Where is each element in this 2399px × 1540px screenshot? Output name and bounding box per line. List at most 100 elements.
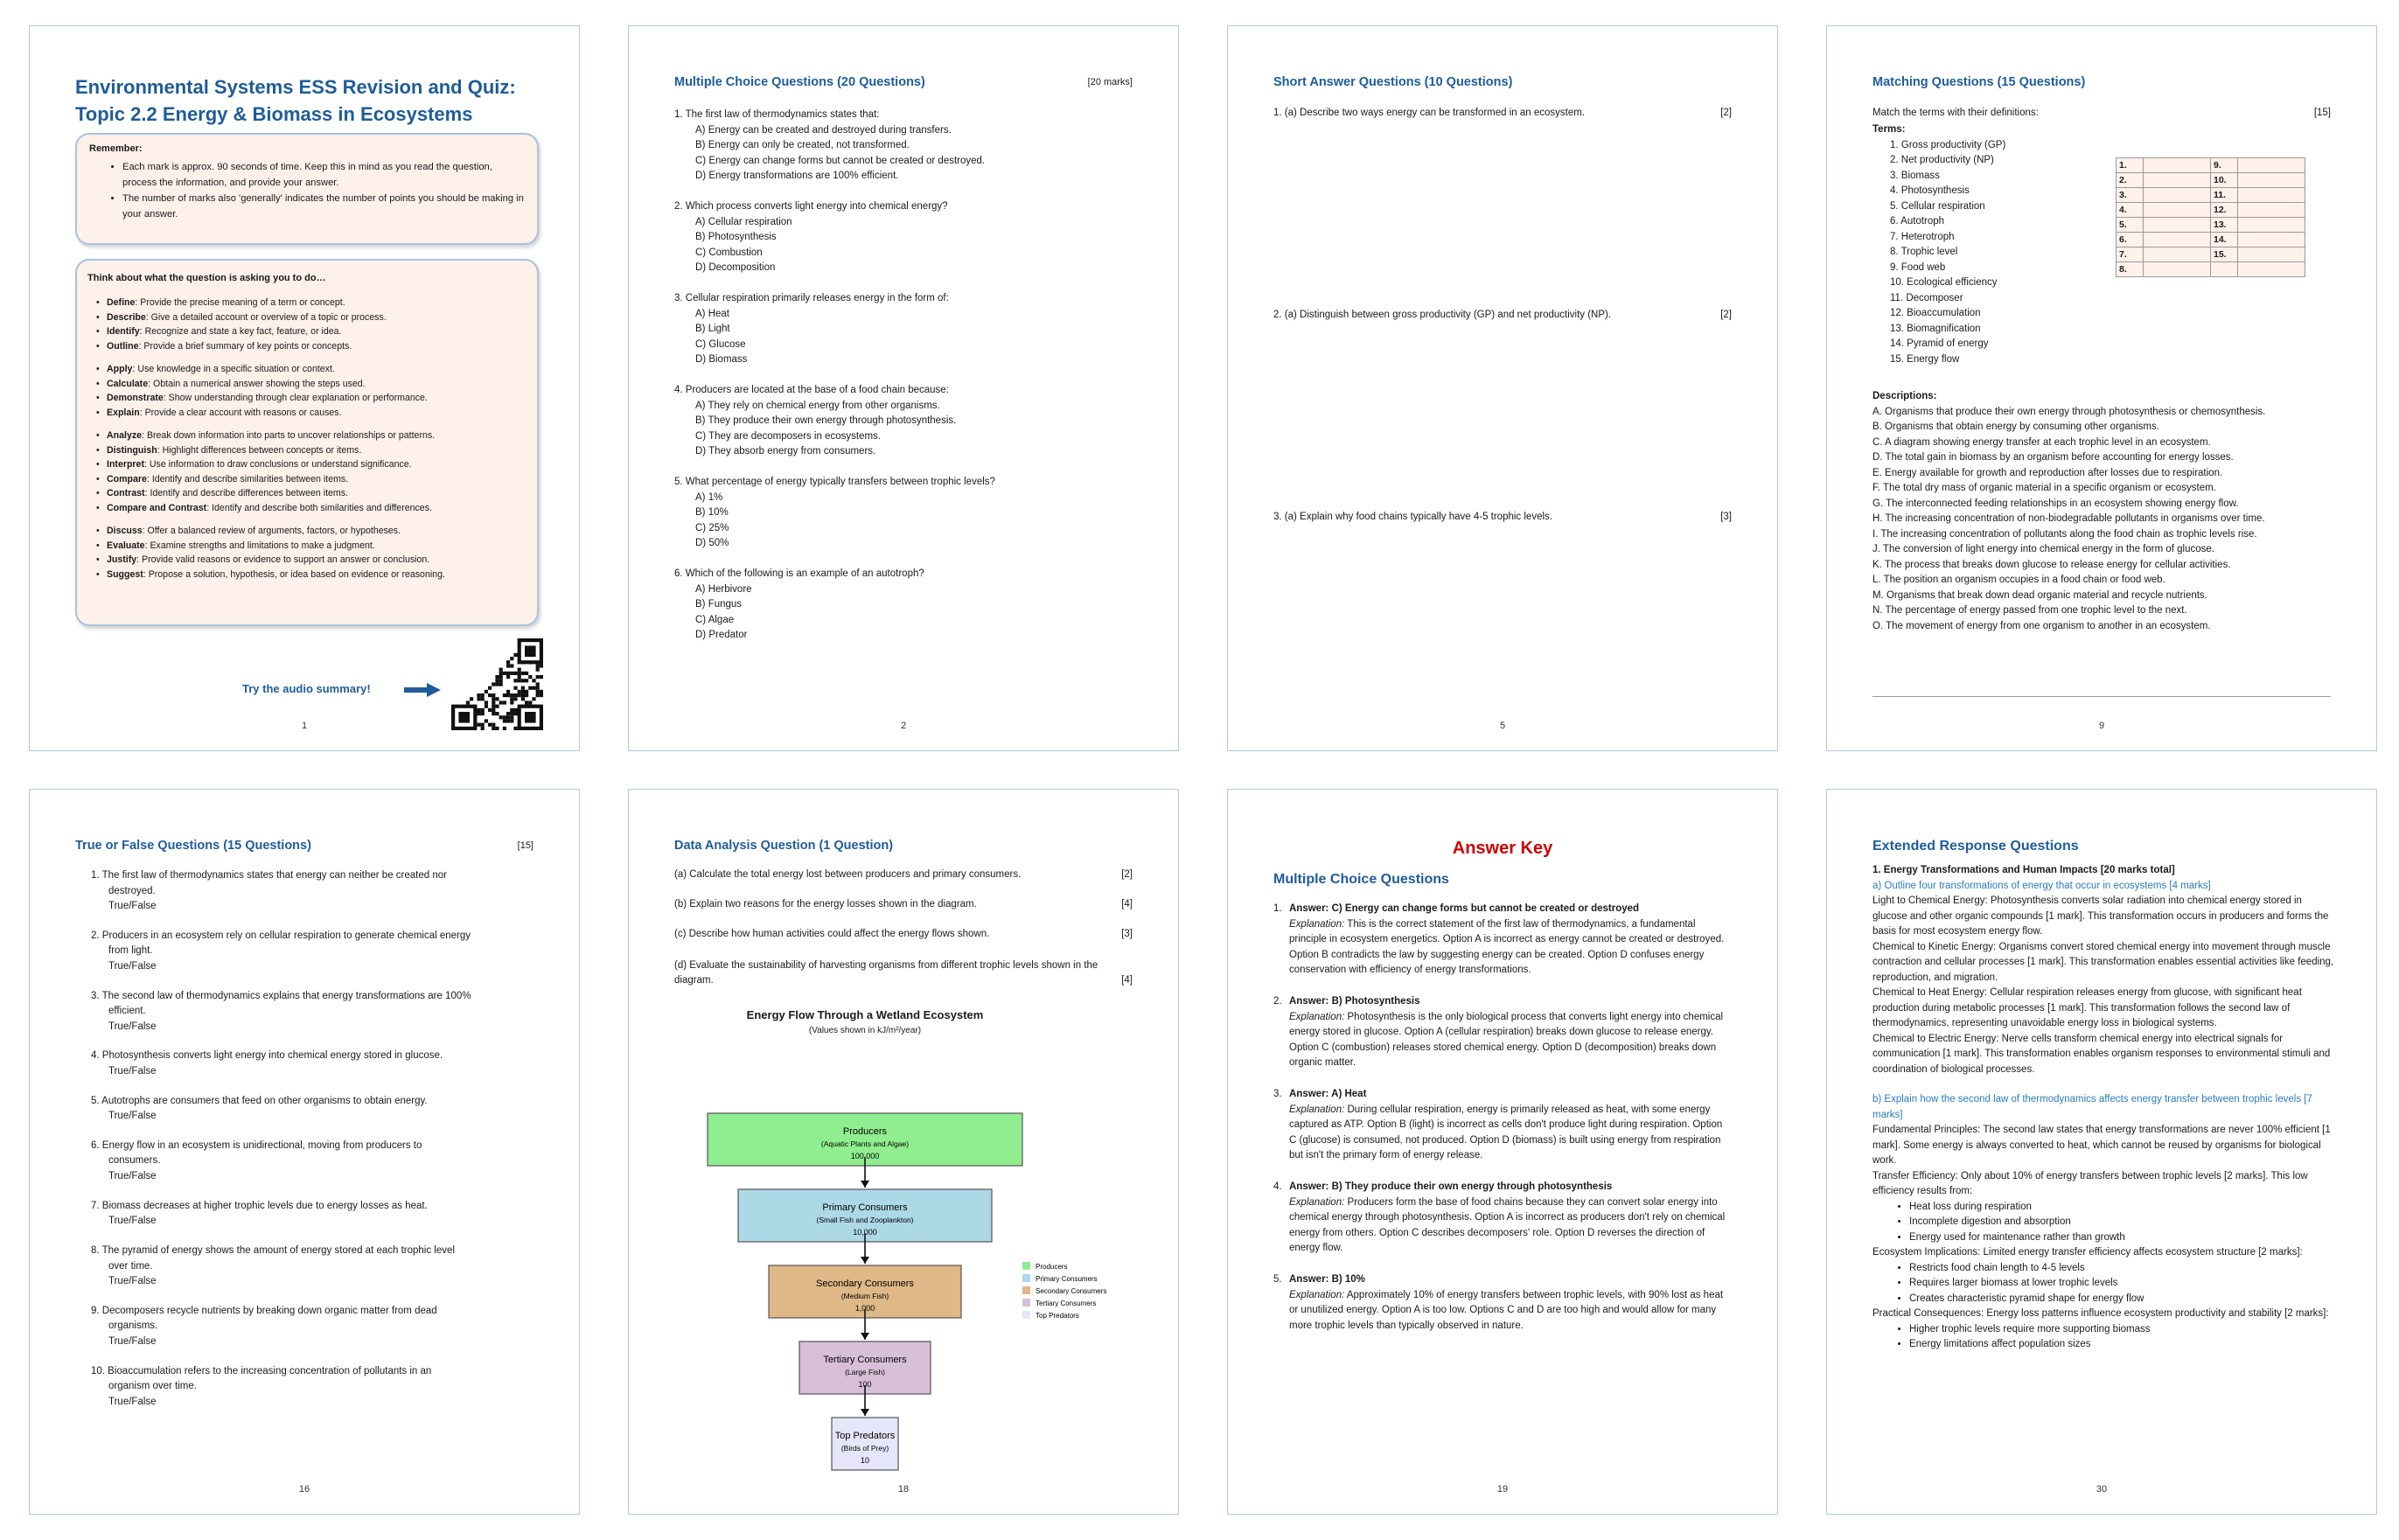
answer-option[interactable]: A) Herbivore	[695, 583, 752, 595]
term-item: 3. Biomass	[1890, 170, 1940, 181]
answer-cell[interactable]	[2143, 172, 2211, 188]
grid-number: 13.	[2210, 217, 2238, 233]
answer-cell[interactable]	[2237, 157, 2305, 173]
audio-summary-link[interactable]: Try the audio summary!	[242, 682, 371, 695]
level-value: 100,000	[851, 1152, 880, 1160]
page-number: 16	[298, 1484, 310, 1495]
answer-option[interactable]: D) Decomposition	[695, 262, 776, 273]
answer-cell[interactable]	[2143, 187, 2211, 203]
answer-cell[interactable]	[2237, 247, 2305, 262]
mcq-question: 4. Producers are located at the base of …	[674, 383, 1143, 460]
true-false-label[interactable]: True/False	[108, 1335, 157, 1347]
paragraph: Chemical to Kinetic Energy: Organisms co…	[1872, 941, 2334, 983]
explanation: Explanation: Producers form the base of …	[1289, 1196, 1726, 1254]
answer-item: 5.Answer: B) 10%Explanation: Approximate…	[1273, 1272, 1732, 1334]
level-subtitle: (Large Fish)	[845, 1368, 885, 1376]
answer-option[interactable]: A) Energy can be created and destroyed d…	[695, 124, 952, 136]
legend-swatch	[1022, 1274, 1030, 1282]
grid-number: 7.	[2116, 247, 2144, 262]
answer-option[interactable]: B) Fungus	[695, 599, 743, 610]
true-false-list: 1. The first law of thermodynamics state…	[91, 868, 544, 1424]
true-false-question: 10. Bioaccumulation refers to the increa…	[91, 1364, 544, 1411]
page-30: Extended Response Questions 1. Energy Tr…	[1826, 789, 2377, 1515]
answer-option[interactable]: B) They produce their own energy through…	[695, 415, 957, 426]
answer-option[interactable]: B) 10%	[695, 507, 729, 518]
answer-option[interactable]: B) Photosynthesis	[695, 232, 777, 242]
answer-cell[interactable]	[2237, 202, 2305, 218]
true-false-label[interactable]: True/False	[108, 960, 157, 972]
command-term: Describe: Give a detailed account or ove…	[87, 310, 527, 325]
answer-cell[interactable]	[2143, 157, 2211, 173]
true-false-label[interactable]: True/False	[108, 1111, 157, 1122]
qr-code-icon[interactable]	[451, 638, 543, 733]
true-false-question: 9. Decomposers recycle nutrients by brea…	[91, 1304, 544, 1350]
answer-option[interactable]: B) Energy can only be created, not trans…	[695, 140, 910, 150]
true-false-label[interactable]: True/False	[108, 1065, 157, 1077]
answer-option[interactable]: C) 25%	[695, 522, 729, 533]
page-19: Answer Key Multiple Choice Questions 1.A…	[1227, 789, 1778, 1515]
answer-option[interactable]: D) Predator	[695, 630, 748, 640]
answer-option[interactable]: A) Cellular respiration	[695, 216, 792, 227]
grid-number: 5.	[2116, 217, 2144, 233]
answer-option[interactable]: A) They rely on chemical energy from oth…	[695, 400, 940, 411]
answer-cell[interactable]	[2237, 217, 2305, 233]
true-false-label[interactable]: True/False	[108, 1216, 157, 1227]
answer-option[interactable]: C) They are decomposers in ecosystems.	[695, 430, 881, 442]
answer-option[interactable]: C) Glucose	[695, 338, 746, 350]
think-heading: Think about what the question is asking …	[87, 273, 326, 283]
matching-answer-grid[interactable]: 1.9.2.10.3.11.4.12.5.13.6.14.7.15.8.	[2116, 157, 2305, 277]
answer-cell[interactable]	[2143, 261, 2211, 277]
energy-flow-diagram: Producers(Aquatic Plants and Algae)100,0…	[707, 1112, 1106, 1471]
part-a-heading: a) Outline four transformations of energ…	[1872, 880, 2211, 891]
command-term: Suggest: Propose a solution, hypothesis,…	[87, 568, 527, 582]
answer-option[interactable]: B) Light	[695, 324, 730, 334]
answer-cell[interactable]	[2237, 187, 2305, 203]
answer-option[interactable]: C) Combustion	[695, 247, 763, 258]
command-term: Discuss: Offer a balanced review of argu…	[87, 524, 527, 539]
description-item: C. A diagram showing energy transfer at …	[1872, 436, 2211, 448]
answer-cell[interactable]	[2237, 261, 2305, 277]
grid-number: 15.	[2210, 247, 2238, 262]
answer-cell[interactable]	[2143, 202, 2211, 218]
term-item: 8. Trophic level	[1890, 247, 1958, 257]
paragraph: Fundamental Principles: The second law s…	[1872, 1125, 2331, 1166]
answer-cell[interactable]	[2237, 232, 2305, 247]
answer-cell[interactable]	[2143, 217, 2211, 233]
true-false-label[interactable]: True/False	[108, 901, 157, 911]
level-subtitle: (Small Fish and Zooplankton)	[816, 1216, 913, 1224]
answer-option[interactable]: D) Biomass	[695, 354, 748, 365]
legend-label: Top Predators	[1036, 1312, 1079, 1320]
true-false-label[interactable]: True/False	[108, 1170, 157, 1181]
true-false-label[interactable]: True/False	[108, 1021, 157, 1032]
answer-option[interactable]: A) Heat	[695, 308, 729, 319]
answer-cell[interactable]	[2143, 247, 2211, 262]
answer-option[interactable]: C) Algae	[695, 614, 735, 625]
answer-item: 4.Answer: B) They produce their own ener…	[1273, 1180, 1732, 1257]
term-item: 7. Heterotroph	[1890, 231, 1955, 242]
answer-option[interactable]: D) Energy transformations are 100% effic…	[695, 171, 899, 181]
answer-option[interactable]: C) Energy can change forms but cannot be…	[695, 155, 986, 166]
true-false-question: 3. The second law of thermodynamics expl…	[91, 989, 544, 1035]
mcq-question: 1. The first law of thermodynamics state…	[674, 108, 1143, 185]
true-false-label[interactable]: True/False	[108, 1396, 157, 1407]
level-value: 10	[861, 1456, 869, 1465]
answer-cell[interactable]	[2237, 172, 2305, 188]
short-answer-item: 1. (a) Describe two ways energy can be t…	[1273, 108, 1732, 118]
term-item: 1. Gross productivity (GP)	[1890, 139, 2006, 150]
command-term-list: Define: Provide the precise meaning of a…	[87, 296, 527, 582]
answer-option[interactable]: D) They absorb energy from consumers.	[695, 446, 876, 456]
command-terms-box: Think about what the question is asking …	[75, 259, 539, 626]
grid-number: 9.	[2210, 157, 2238, 173]
answer-option[interactable]: A) 1%	[695, 491, 723, 503]
true-false-question: 4. Photosynthesis converts light energy …	[91, 1049, 544, 1079]
document-title: Environmental Systems ESS Revision and Q…	[75, 76, 516, 125]
true-false-label[interactable]: True/False	[108, 1276, 157, 1287]
section-title: Multiple Choice Questions (20 Questions)	[674, 75, 925, 89]
answer-cell[interactable]	[2143, 232, 2211, 247]
level-value: 100	[858, 1380, 871, 1389]
answer-option[interactable]: D) 50%	[695, 538, 729, 548]
command-term: Analyze: Break down information into par…	[87, 429, 527, 443]
trophic-level-box: Top Predators(Birds of Prey)10	[831, 1417, 899, 1471]
